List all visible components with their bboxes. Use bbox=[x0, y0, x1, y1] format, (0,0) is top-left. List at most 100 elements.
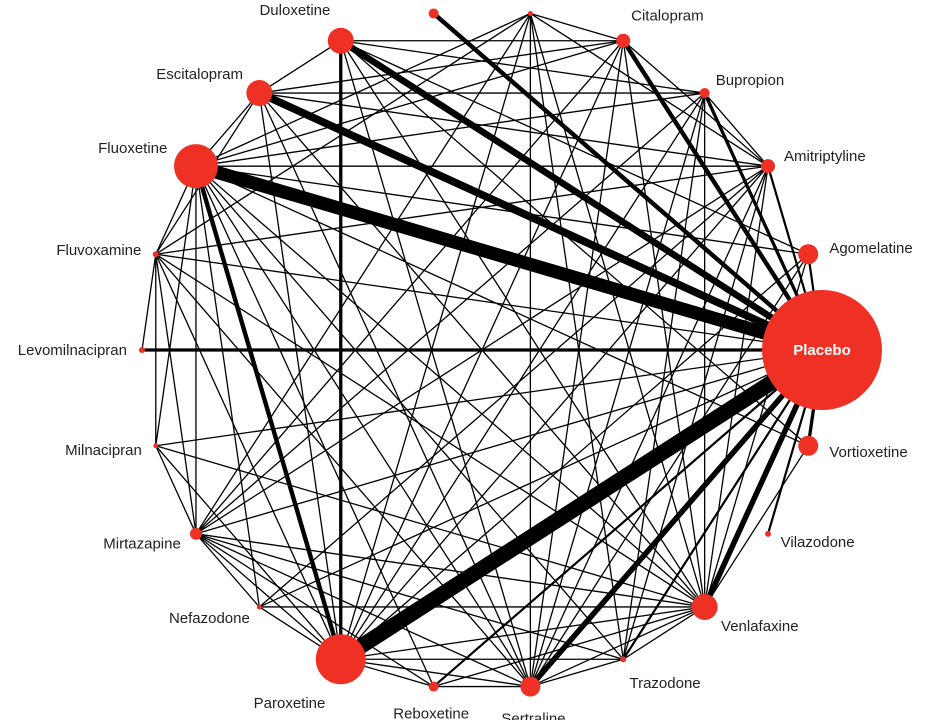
node-label-levomilnacipran: Levomilnacipran bbox=[18, 342, 127, 359]
node-duloxetine bbox=[327, 27, 354, 54]
edge-bupropion-amitriptyline bbox=[704, 92, 769, 167]
edge-paroxetine-bupropion bbox=[340, 92, 706, 660]
edge-paroxetine-venlafaxine bbox=[340, 606, 705, 660]
edge-clomipramine-fluvoxamine bbox=[155, 12, 531, 255]
node-agomelatine bbox=[798, 244, 819, 265]
node-label-citalopram: Citalopram bbox=[631, 7, 704, 24]
edge-fluoxetine-reboxetine bbox=[195, 165, 435, 687]
node-bupropion bbox=[699, 88, 710, 99]
node-label-escitalopram: Escitalopram bbox=[156, 66, 243, 83]
edge-amitriptyline-mirtazapine bbox=[195, 165, 769, 535]
edge-milnacipran-mirtazapine bbox=[155, 445, 197, 535]
edge-bupropion-sertraline bbox=[529, 92, 706, 687]
node-label-milnacipran: Milnacipran bbox=[65, 442, 142, 459]
edge-placebo-milnacipran bbox=[155, 349, 823, 447]
node-label-reboxetine: Reboxetine bbox=[393, 705, 469, 720]
edge-duloxetine-bupropion bbox=[340, 40, 705, 94]
node-label-agomelatine: Agomelatine bbox=[829, 240, 912, 257]
edge-placebo-desvenlafaxine bbox=[432, 11, 824, 352]
edge-fluoxetine-bupropion bbox=[195, 92, 705, 167]
edge-bupropion-mirtazapine bbox=[195, 92, 706, 535]
edge-paroxetine-milnacipran bbox=[155, 445, 342, 660]
edge-clomipramine-mirtazapine bbox=[195, 13, 531, 535]
nodes-layer bbox=[139, 8, 882, 697]
edge-placebo-fluoxetine bbox=[194, 159, 824, 357]
edge-paroxetine-fluvoxamine bbox=[155, 253, 342, 660]
edge-agomelatine-sertraline bbox=[529, 253, 809, 687]
node-escitalopram bbox=[246, 80, 273, 107]
edge-amitriptyline-venlafaxine bbox=[704, 166, 769, 608]
edge-mirtazapine-trazodone bbox=[195, 533, 624, 660]
edge-mirtazapine-venlafaxine bbox=[195, 533, 705, 608]
node-label-duloxetine: Duloxetine bbox=[259, 2, 330, 19]
edge-paroxetine-amitriptyline bbox=[340, 165, 769, 660]
edge-duloxetine-agomelatine bbox=[340, 40, 809, 255]
edge-mirtazapine-sertraline bbox=[195, 533, 531, 688]
node-label-venlafaxine: Venlafaxine bbox=[721, 618, 799, 635]
edge-paroxetine-sertraline bbox=[340, 658, 531, 688]
node-mirtazapine bbox=[189, 527, 202, 540]
node-label-trazodone: Trazodone bbox=[629, 675, 700, 692]
edge-fluoxetine-agomelatine bbox=[195, 165, 809, 255]
edge-citalopram-sertraline bbox=[529, 40, 624, 687]
edge-clomipramine-amitriptyline bbox=[530, 12, 769, 167]
edge-amitriptyline-sertraline bbox=[529, 165, 769, 687]
edge-fluvoxamine-mirtazapine bbox=[155, 254, 197, 534]
edge-escitalopram-sertraline bbox=[258, 92, 531, 687]
node-sertraline bbox=[520, 676, 541, 697]
edge-sertraline-trazodone bbox=[530, 658, 624, 688]
edge-citalopram-mirtazapine bbox=[195, 40, 624, 535]
node-desvenlafaxine bbox=[428, 8, 439, 19]
edge-duloxetine-vortioxetine bbox=[340, 40, 809, 447]
edge-paroxetine-mirtazapine bbox=[195, 533, 342, 660]
edge-fluoxetine-venlafaxine bbox=[195, 165, 706, 608]
edge-duloxetine-escitalopram bbox=[258, 40, 342, 94]
edge-bupropion-trazodone bbox=[622, 92, 706, 660]
edge-reboxetine-venlafaxine bbox=[433, 606, 705, 688]
edge-duloxetine-sertraline bbox=[340, 40, 532, 687]
edge-placebo-nefazodone bbox=[259, 349, 823, 608]
node-vortioxetine bbox=[798, 435, 819, 456]
node-levomilnacipran bbox=[139, 347, 145, 353]
node-label-paroxetine: Paroxetine bbox=[254, 695, 326, 712]
edge-escitalopram-citalopram bbox=[259, 40, 624, 94]
edge-milnacipran-venlafaxine bbox=[155, 445, 705, 608]
node-citalopram bbox=[616, 33, 631, 48]
edge-placebo-duloxetine bbox=[338, 37, 824, 353]
node-milnacipran bbox=[153, 443, 159, 449]
edge-citalopram-clomipramine bbox=[530, 12, 624, 42]
labels-layer: AgomelatineAmitriptylineBupropionCitalop… bbox=[18, 0, 913, 720]
edge-amitriptyline-trazodone bbox=[622, 165, 769, 660]
node-reboxetine bbox=[428, 681, 439, 692]
edge-placebo-mirtazapine bbox=[195, 349, 823, 535]
node-label-vortioxetine: Vortioxetine bbox=[829, 444, 907, 461]
node-placebo bbox=[762, 290, 882, 410]
node-paroxetine bbox=[315, 634, 366, 685]
edge-placebo-sertraline bbox=[528, 348, 825, 689]
edge-fluoxetine-trazodone bbox=[195, 165, 624, 660]
edge-placebo-paroxetine bbox=[336, 343, 827, 666]
node-label-mirtazapine: Mirtazapine bbox=[103, 536, 181, 553]
edge-sertraline-venlafaxine bbox=[530, 606, 705, 688]
node-label-nefazodone: Nefazodone bbox=[169, 610, 250, 627]
edge-citalopram-amitriptyline bbox=[622, 40, 769, 167]
node-fluvoxamine bbox=[152, 251, 159, 258]
node-nefazodone bbox=[256, 604, 262, 610]
node-label-bupropion: Bupropion bbox=[716, 72, 784, 89]
edge-fluvoxamine-sertraline bbox=[155, 253, 531, 687]
edge-vortioxetine-venlafaxine bbox=[704, 445, 809, 608]
edge-trazodone-venlafaxine bbox=[622, 606, 706, 660]
edge-citalopram-venlafaxine bbox=[622, 40, 706, 608]
node-label-fluoxetine: Fluoxetine bbox=[98, 140, 167, 157]
node-label-sertraline: Sertraline bbox=[501, 710, 565, 720]
edge-mirtazapine-nefazodone bbox=[195, 533, 260, 608]
edge-fluoxetine-milnacipran bbox=[155, 166, 197, 446]
edge-placebo-trazodone bbox=[622, 349, 823, 660]
edge-fluoxetine-nefazodone bbox=[195, 166, 260, 608]
node-trazodone bbox=[620, 656, 627, 663]
node-clomipramine bbox=[527, 10, 533, 16]
edge-placebo-fluvoxamine bbox=[155, 253, 823, 351]
edge-paroxetine-escitalopram bbox=[258, 92, 342, 660]
edge-fluvoxamine-levomilnacipran bbox=[141, 254, 157, 351]
